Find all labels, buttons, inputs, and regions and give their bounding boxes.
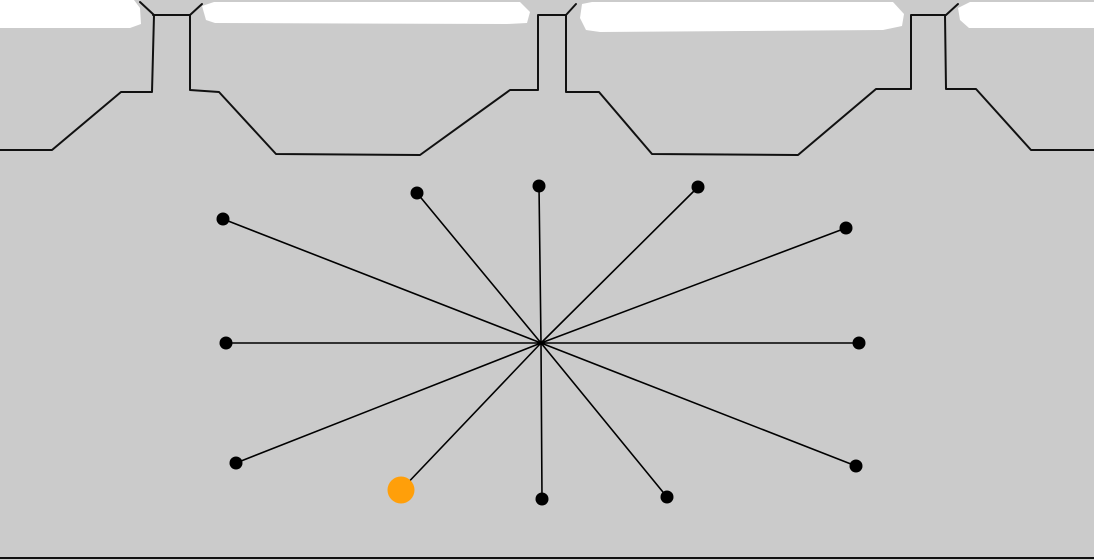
snow-caps: [0, 0, 1094, 32]
snow-cap-right: [958, 2, 1094, 28]
node-left[interactable]: [219, 336, 233, 350]
snow-cap-middle-right: [580, 2, 904, 32]
node-bottom[interactable]: [535, 492, 549, 506]
edge-node-top-left: [416, 192, 542, 344]
node-top-right[interactable]: [691, 180, 705, 194]
node-top[interactable]: [532, 179, 546, 193]
edge-node-bottom: [540, 342, 543, 500]
node-bottom-left-far[interactable]: [229, 456, 243, 470]
snow-cap-left: [0, 0, 141, 28]
snow-cap-middle-left: [202, 2, 530, 24]
center-hub: [539, 341, 543, 345]
edge-node-top-right: [540, 186, 699, 344]
edge-node-bottom-right-far: [540, 342, 857, 467]
edge-node-top: [538, 185, 542, 344]
edge-node-bottom-right: [540, 342, 668, 498]
edge-node-top-left-far: [222, 218, 542, 344]
node-top-left-far[interactable]: [216, 212, 230, 226]
node-bottom-right[interactable]: [660, 490, 674, 504]
node-right[interactable]: [852, 336, 866, 350]
node-layer[interactable]: [216, 179, 866, 506]
edge-node-bottom-left: [400, 342, 542, 491]
node-bottom-left[interactable]: [387, 476, 415, 504]
edge-lines: [222, 185, 860, 500]
node-bottom-right-far[interactable]: [849, 459, 863, 473]
edge-node-bottom-left-far: [235, 342, 542, 464]
node-top-right-far[interactable]: [839, 221, 853, 235]
cave-ceiling-outline: [0, 1, 1094, 156]
edge-node-top-right-far: [540, 227, 847, 344]
node-top-left[interactable]: [410, 186, 424, 200]
